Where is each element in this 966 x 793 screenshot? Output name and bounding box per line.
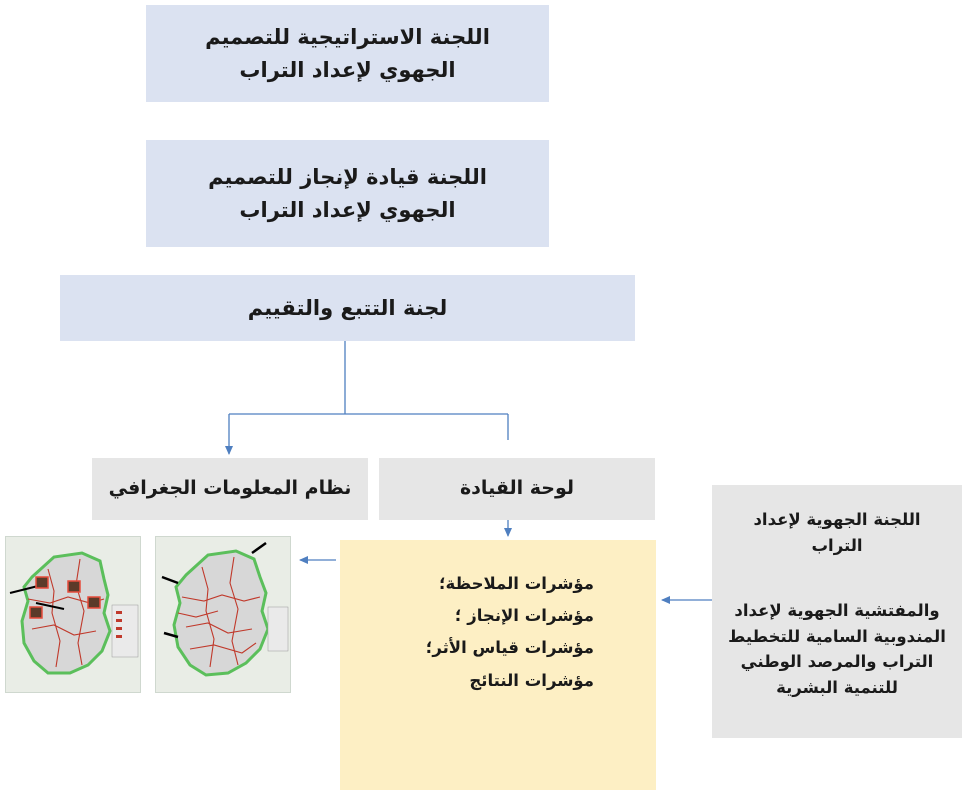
steering-committee-line-2: الجهوي لإعداد التراب — [239, 197, 456, 222]
regional-committee-line-5: التراب والمرصد الوطني — [740, 652, 934, 672]
monitoring-committee-box: لجنة التتبع والتقييم — [60, 275, 635, 341]
indicator-results: مؤشرات النتائج — [469, 670, 594, 690]
steering-committee-line-1: اللجنة قيادة لإنجاز للتصميم — [208, 164, 487, 189]
regional-committee-line-3: والمفتشية الجهوية لإعداد — [734, 601, 940, 621]
indicator-impact: مؤشرات قياس الأثر؛ — [425, 638, 594, 658]
strategic-committee-box: اللجنة الاستراتيجية للتصميم الجهوي لإعدا… — [146, 5, 549, 102]
gis-box: نظام المعلومات الجغرافي — [92, 458, 368, 520]
regional-committee-line-6: للتنمية البشرية — [776, 677, 898, 697]
monitoring-committee-label: لجنة التتبع والتقييم — [247, 295, 448, 320]
regional-map-image — [156, 537, 290, 692]
regional-committee-line-4: المندوبية السامية للتخطيط — [728, 626, 946, 646]
indicator-observation: مؤشرات الملاحظة؛ — [438, 574, 594, 593]
indicators-box: مؤشرات الملاحظة؛ مؤشرات الإنجاز ؛ مؤشرات… — [340, 540, 656, 790]
regional-committee-line-2: التراب — [811, 535, 863, 555]
regional-committee-line-1: اللجنة الجهوية لإعداد — [753, 510, 921, 529]
regional-committee-box: اللجنة الجهوية لإعداد التراب والمفتشية ا… — [712, 485, 962, 738]
regional-map-image-detailed — [6, 537, 140, 692]
dashboard-box: لوحة القيادة — [379, 458, 655, 520]
map-thumbnail-left — [5, 536, 141, 693]
tree-connector — [229, 341, 509, 440]
strategic-committee-line-2: الجهوي لإعداد التراب — [239, 57, 456, 82]
gis-label: نظام المعلومات الجغرافي — [108, 477, 352, 500]
strategic-committee-line-1: اللجنة الاستراتيجية للتصميم — [205, 24, 490, 49]
steering-committee-box: اللجنة قيادة لإنجاز للتصميم الجهوي لإعدا… — [146, 140, 549, 247]
dashboard-label: لوحة القيادة — [459, 477, 575, 500]
indicator-achievement: مؤشرات الإنجاز ؛ — [454, 606, 594, 626]
map-thumbnail-right — [155, 536, 291, 693]
